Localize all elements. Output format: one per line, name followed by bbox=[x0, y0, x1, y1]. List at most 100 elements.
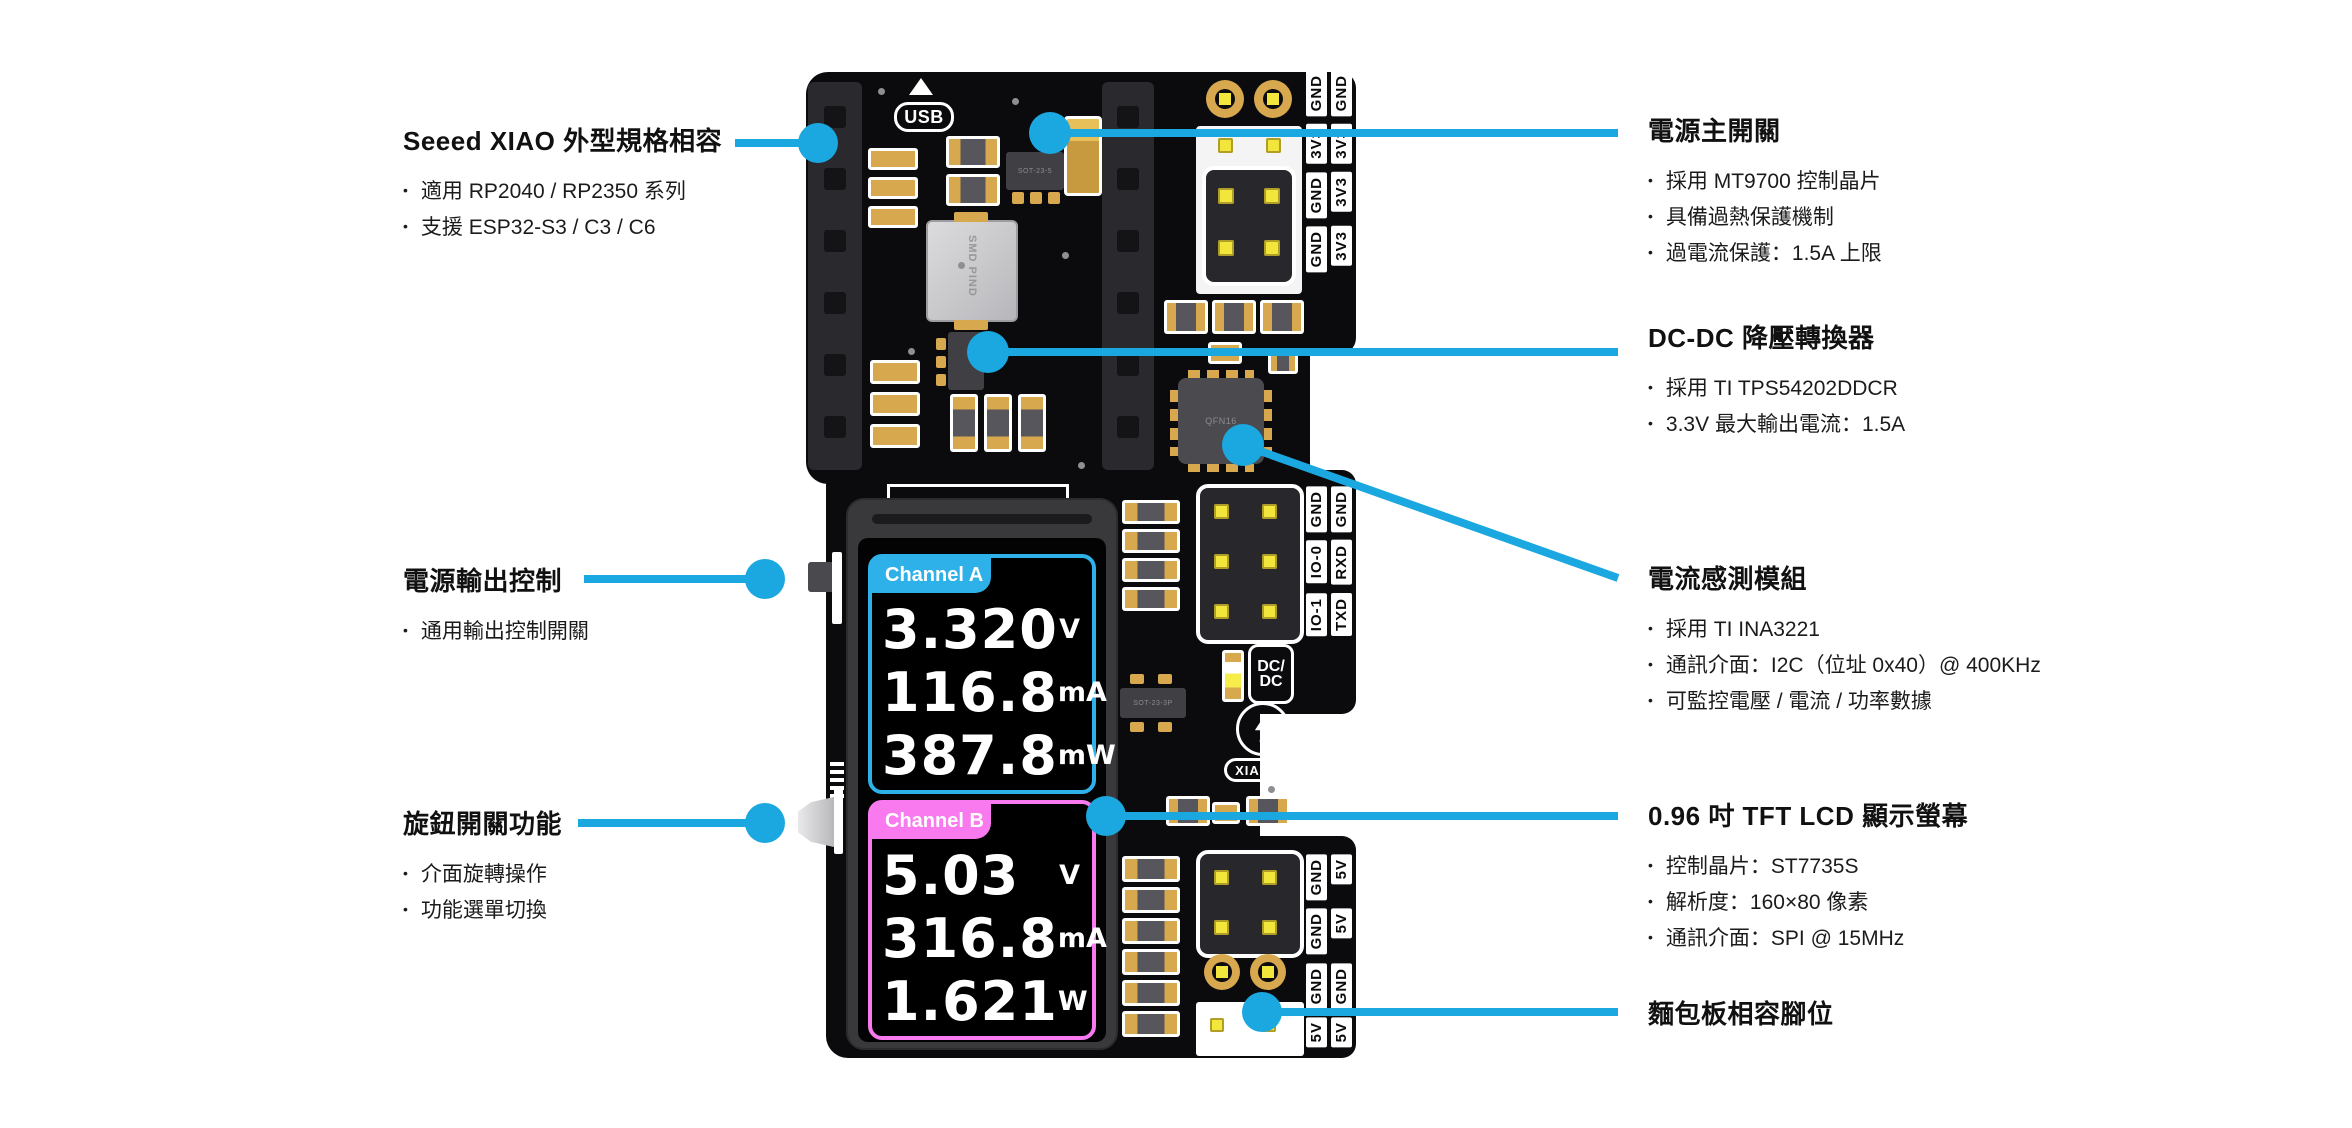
annotation-title: 旋鈕開關功能 bbox=[403, 809, 563, 839]
annotation-bullet: 過電流保護：1.5A 上限 bbox=[1648, 235, 1882, 271]
power-inductor: SMD PIND bbox=[926, 220, 1018, 322]
annotation-output-control: 電源輸出控制 通用輸出控制開關 bbox=[403, 564, 589, 649]
annotation-bullet: 採用 TI INA3221 bbox=[1648, 611, 2041, 647]
annotation-title: 0.96 吋 TFT LCD 顯示螢幕 bbox=[1648, 801, 1969, 831]
header-slot bbox=[1117, 416, 1139, 438]
header-pin bbox=[1264, 188, 1280, 204]
pin-label: GND bbox=[1331, 70, 1352, 117]
smd-capacitor bbox=[1122, 500, 1180, 524]
annotation-current-sensor: 電流感測模組 採用 TI INA3221通訊介面：I2C（位址 0x40）@ 4… bbox=[1648, 562, 2041, 719]
lightning-icon bbox=[1236, 702, 1290, 756]
annotation-bullet: 通訊介面：SPI @ 15MHz bbox=[1648, 920, 1968, 956]
sot23-3p-chip: SOT-23-3P bbox=[1120, 688, 1186, 718]
chip-leg bbox=[1030, 192, 1042, 204]
pin-label: IO-0 bbox=[1306, 540, 1327, 584]
annotation-bullet: 支援 ESP32-S3 / C3 / C6 bbox=[403, 209, 722, 245]
chip-leg bbox=[1158, 674, 1172, 684]
inductor-tab bbox=[954, 212, 988, 222]
header-slot bbox=[824, 230, 846, 252]
smd-capacitor bbox=[1212, 300, 1256, 334]
pin-label: GND bbox=[1306, 854, 1327, 901]
smd-pad bbox=[1212, 802, 1240, 824]
pin-label: TXD bbox=[1331, 593, 1352, 637]
header-pin bbox=[1214, 920, 1229, 935]
qfn16-stub-col bbox=[1264, 390, 1272, 456]
sot23-3p-label: SOT-23-3P bbox=[1133, 699, 1173, 707]
measurement-value: 316.8 bbox=[882, 907, 1058, 970]
mt9700-sot23-5-chip: SOT-23-5 bbox=[1006, 152, 1064, 190]
annotation-bullets: 採用 MT9700 控制晶片具備過熱保護機制過電流保護：1.5A 上限 bbox=[1648, 163, 1882, 271]
breadboard-pad bbox=[1262, 1018, 1276, 1032]
annotation-dcdc-converter: DC-DC 降壓轉換器 採用 TI TPS54202DDCR3.3V 最大輸出電… bbox=[1648, 321, 1905, 442]
smd-pad bbox=[868, 206, 918, 228]
pin-label: GND bbox=[1306, 908, 1327, 955]
smd-pad bbox=[1208, 342, 1242, 364]
through-hole bbox=[1206, 80, 1244, 118]
pin-header-2x3-mid bbox=[1196, 484, 1304, 644]
header-slot bbox=[824, 416, 846, 438]
header-pin bbox=[1214, 504, 1229, 519]
pin-label: 3V3 bbox=[1331, 226, 1352, 267]
measurement-unit: W bbox=[1057, 986, 1088, 1017]
measurement-value: 116.8 bbox=[882, 661, 1058, 724]
slide-switch bbox=[808, 562, 834, 592]
smd-capacitor bbox=[1166, 796, 1210, 826]
measurement-value: 5.03 bbox=[882, 844, 1020, 907]
smd-capacitor bbox=[1122, 587, 1180, 611]
header-slot bbox=[1117, 168, 1139, 190]
xiao-label-text: XIAO bbox=[1235, 762, 1271, 778]
pin-label: GND bbox=[1306, 486, 1327, 533]
tantalum-capacitor bbox=[1064, 116, 1102, 196]
smd-pad bbox=[870, 392, 920, 416]
smd-capacitor bbox=[950, 394, 978, 452]
pin-label: RXD bbox=[1331, 540, 1352, 586]
channel-b-tab: Channel B bbox=[871, 803, 991, 839]
annotation-bullet: 通訊介面：I2C（位址 0x40）@ 400KHz bbox=[1648, 647, 2041, 683]
annotation-bullet: 介面旋轉操作 bbox=[403, 856, 562, 892]
pin-header-2x2-bottom bbox=[1196, 850, 1304, 958]
header-pin bbox=[1214, 870, 1229, 885]
measurement-unit: mA bbox=[1057, 923, 1107, 954]
pin-header-2x2-top bbox=[1202, 166, 1296, 286]
chip-leg bbox=[1012, 192, 1024, 204]
header-pin bbox=[1262, 554, 1277, 569]
header-slot bbox=[824, 106, 846, 128]
sot23-chip bbox=[948, 332, 984, 390]
through-hole bbox=[1250, 954, 1286, 990]
annotation-bullets: 通用輸出控制開關 bbox=[403, 613, 589, 649]
pin-label: GND bbox=[1306, 962, 1327, 1010]
pin-label: GND bbox=[1331, 962, 1352, 1010]
pin-label: 5V bbox=[1306, 1017, 1327, 1048]
rotary-knob bbox=[798, 796, 838, 848]
knob-silk-bracket bbox=[834, 788, 843, 854]
annotation-bullet: 功能選單切換 bbox=[403, 892, 562, 928]
qfn16-stub-row bbox=[1188, 464, 1254, 472]
header-slot bbox=[1117, 354, 1139, 376]
annotation-rotary-knob: 旋鈕開關功能 介面旋轉操作功能選單切換 bbox=[403, 807, 562, 928]
header-pin bbox=[1262, 604, 1277, 619]
annotation-title: DC-DC 降壓轉換器 bbox=[1648, 323, 1875, 353]
pin-label: GND bbox=[1306, 172, 1327, 219]
smd-capacitor bbox=[1268, 348, 1298, 374]
header-pin bbox=[1262, 870, 1277, 885]
annotation-bullets: 適用 RP2040 / RP2350 系列支援 ESP32-S3 / C3 / … bbox=[403, 173, 722, 245]
header-pin bbox=[1214, 554, 1229, 569]
dcdc-logo-text: DC/DC bbox=[1257, 657, 1285, 690]
smd-capacitor bbox=[1122, 1011, 1180, 1037]
solder-pad bbox=[1266, 138, 1281, 153]
xiao-label: XIAO bbox=[1224, 758, 1282, 782]
via-dot bbox=[1078, 462, 1085, 469]
annotation-xiao-compat: Seeed XIAO 外型規格相容 適用 RP2040 / RP2350 系列支… bbox=[403, 124, 722, 245]
